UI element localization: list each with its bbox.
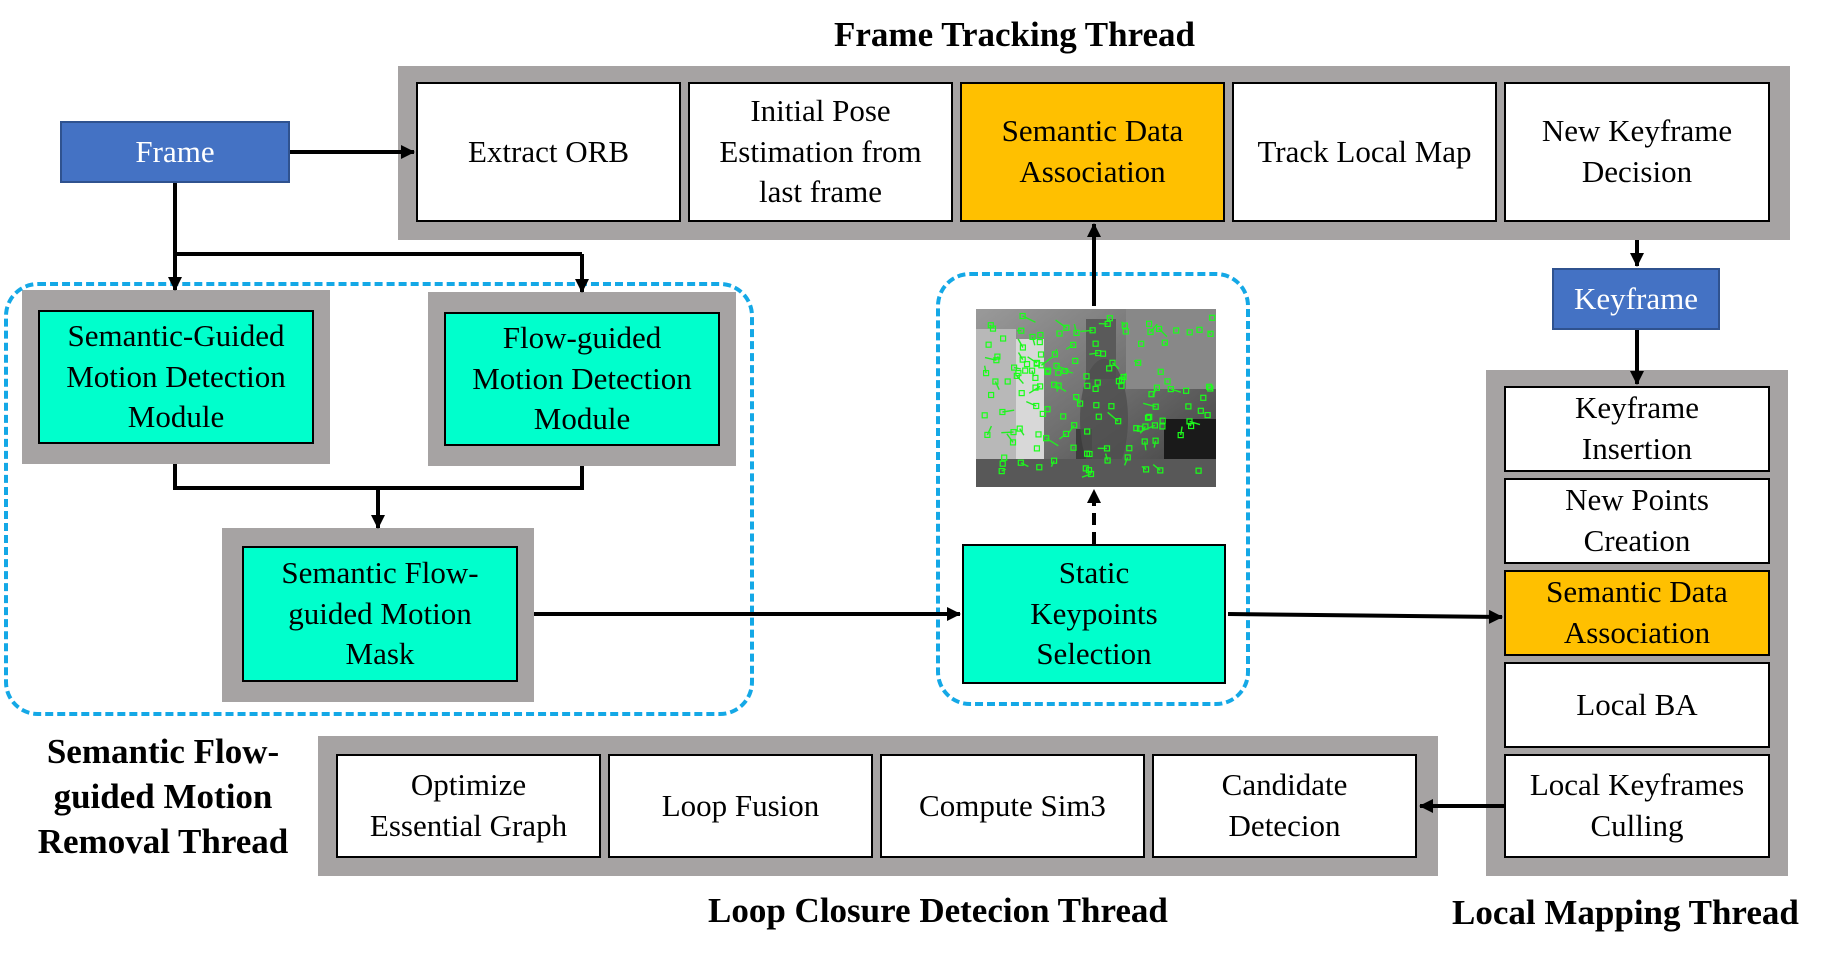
keyframe-insertion-box: Keyframe Insertion (1504, 386, 1770, 472)
line-modules-merge (173, 464, 584, 490)
keypoints-image-graphic (976, 309, 1216, 487)
frame-tracking-thread-title: Frame Tracking Thread (834, 15, 1196, 54)
static-keypoints-selection-box: Static Keypoints Selection (962, 544, 1226, 684)
keypoints-image (976, 309, 1216, 487)
motion-removal-thread-title-text: Semantic Flow-guided Motion Removal Thre… (37, 732, 289, 861)
extract-orb-box: Extract ORB (416, 82, 681, 222)
semantic-guided-motion-detection-box: Semantic-Guided Motion Detection Module (38, 310, 314, 444)
semantic-flow-guided-motion-mask-box: Semantic Flow-guided Motion Mask (242, 546, 518, 682)
local-keyframes-culling-box: Local Keyframes Culling (1504, 754, 1770, 858)
optimize-essential-graph-box: Optimize Essential Graph (336, 754, 601, 858)
local-mapping-thread-title: Local Mapping Thread (1452, 893, 1799, 932)
mapping-semantic-data-association-box: Semantic Data Association (1504, 570, 1770, 656)
new-keyframe-decision-box: New Keyframe Decision (1504, 82, 1770, 222)
candidate-detection-box: Candidate Detecion (1152, 754, 1417, 858)
track-local-map-box: Track Local Map (1232, 82, 1497, 222)
arrow-static-keypoints-to-mapping (1227, 609, 1503, 624)
loop-fusion-box: Loop Fusion (608, 754, 873, 858)
local-ba-box: Local BA (1504, 662, 1770, 748)
flow-guided-motion-detection-box: Flow-guided Motion Detection Module (444, 312, 720, 446)
keyframe-box: Keyframe (1552, 268, 1720, 330)
tracking-semantic-data-association-box: Semantic Data Association (960, 82, 1225, 222)
compute-sim3-box: Compute Sim3 (880, 754, 1145, 858)
new-points-creation-box: New Points Creation (1504, 478, 1770, 564)
motion-removal-group (4, 282, 754, 716)
frame-box: Frame (60, 121, 290, 183)
line-frame-branch (173, 183, 582, 256)
loop-closure-thread-title: Loop Closure Detecion Thread (708, 891, 1168, 930)
initial-pose-estimation-box: Initial Pose Estimation from last frame (688, 82, 953, 222)
motion-removal-thread-title: Semantic Flow-guided Motion Removal Thre… (28, 730, 298, 864)
